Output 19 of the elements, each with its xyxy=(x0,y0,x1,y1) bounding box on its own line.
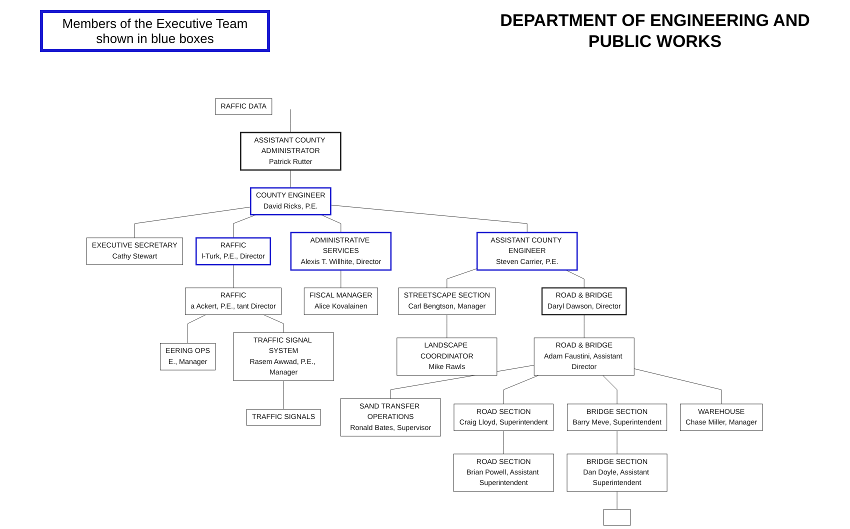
node-box xyxy=(604,509,632,526)
connector xyxy=(617,491,618,510)
connector xyxy=(447,268,478,288)
connector xyxy=(264,314,284,333)
connector xyxy=(321,214,342,233)
connector xyxy=(617,430,618,454)
connector xyxy=(634,368,722,404)
connector xyxy=(290,109,292,133)
title: DEPARTMENT OF ENGINEERING AND PUBLIC WORKS xyxy=(499,10,811,52)
legend-box: Members of the Executive Team shown in blue boxes xyxy=(40,10,270,52)
connector xyxy=(603,375,618,404)
connector xyxy=(341,270,342,288)
connector xyxy=(290,170,292,188)
connector xyxy=(134,206,252,238)
connector xyxy=(330,204,528,233)
connector xyxy=(504,375,540,404)
connector xyxy=(447,314,448,338)
connector xyxy=(584,314,585,338)
connector xyxy=(566,270,585,288)
